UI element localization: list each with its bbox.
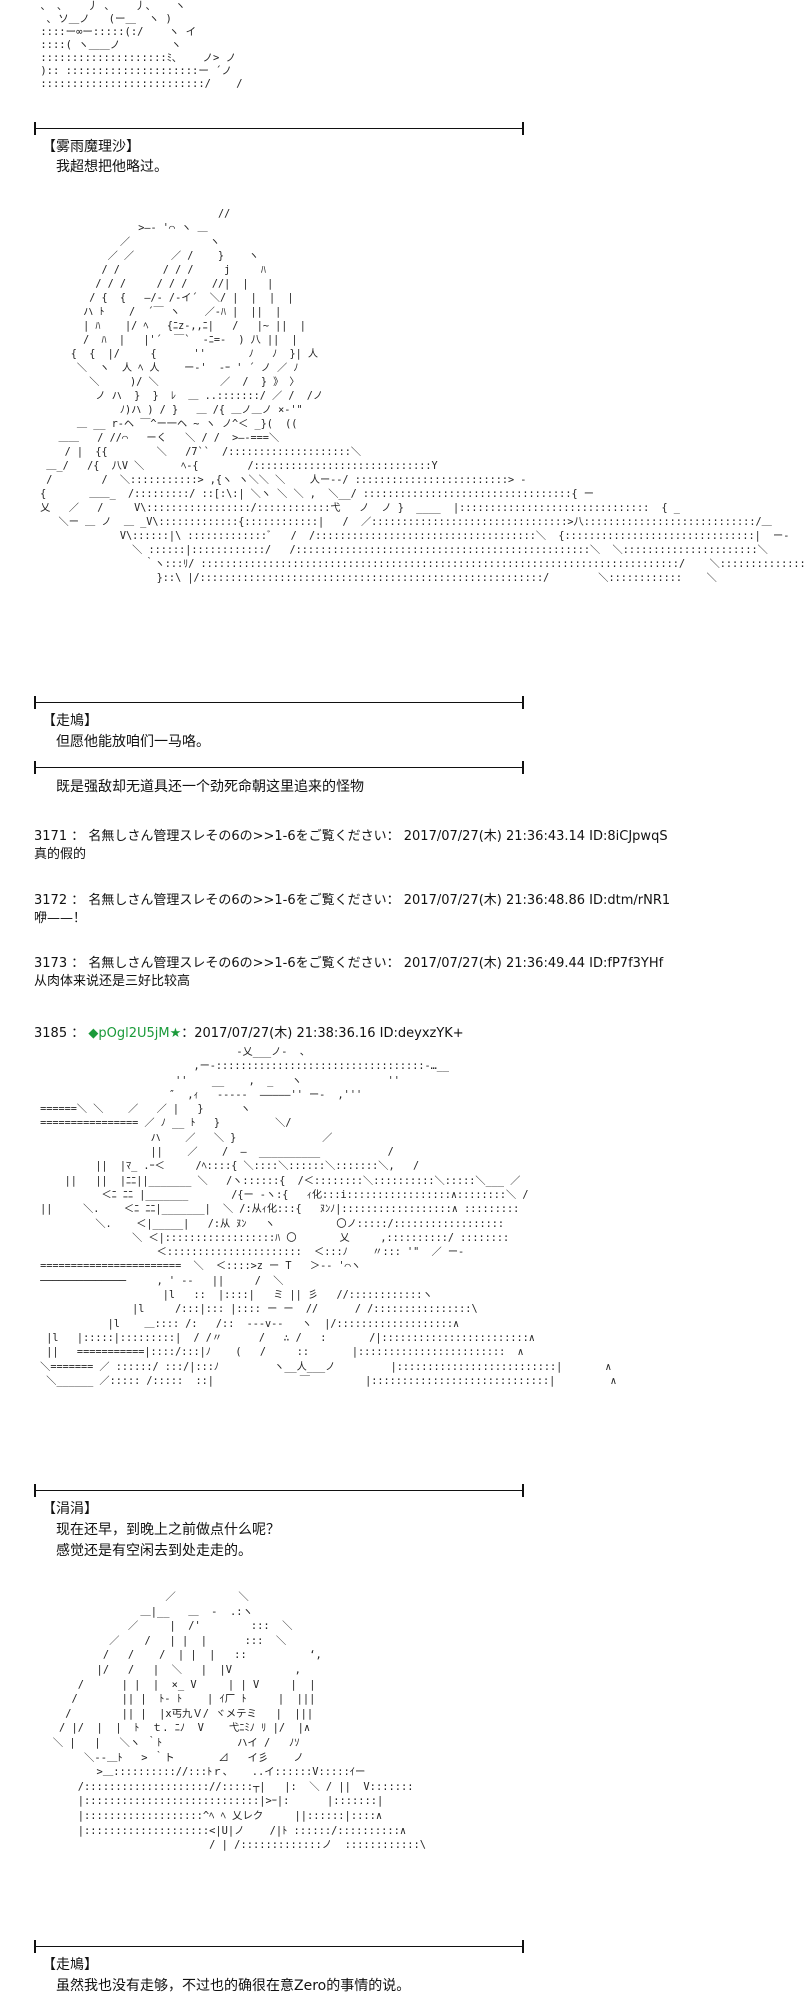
post-body: 从肉体来说还是三好比较高	[34, 974, 191, 989]
ascii-art-character-1: // >―‐ '⌒ ヽ ＿ ／ ヽ ／ ／ ／ / } ヽ / / / / / …	[40, 209, 805, 584]
star-icon: ★	[169, 1026, 182, 1041]
speaker-label-2: 【走鳩】	[42, 713, 98, 729]
speaker-label-3: 【涓涓】	[42, 1501, 98, 1517]
ascii-art-character-2: ‐乂___ノ‐ 、 ,ー‐:::::::::::::::::::::::::::…	[40, 1047, 617, 1387]
divider-5	[34, 1940, 524, 1953]
post-separator: ：	[67, 1026, 89, 1041]
dialogue-line-1: 我超想把他略过。	[56, 159, 168, 175]
post-meta: ：2017/07/27(木) 21:38:36.16 ID:deyxzYK+	[181, 1026, 464, 1041]
divider-1	[34, 122, 524, 135]
ascii-art-character-3: ／ ＼ ＿|__ ＿ ‐ .:ヽ ／ | /' ::: ＼ ／ / | | | …	[52, 1591, 426, 1852]
main-post-header: 3185 ： ◆pOgl2U5jM★：2017/07/27(木) 21:38:3…	[34, 1025, 464, 1043]
dialogue-line-3a: 现在还早，到晚上之前做点什么呢？	[56, 1522, 280, 1538]
post-header: 3171 ： 名無しさん管理スレその6の>>1-6をご覧ください： 2017/0…	[34, 829, 668, 844]
post-body: 咿——！	[34, 911, 87, 926]
ascii-art-top: 、 ､ 丿 ､ 丿、 ヽ ､ ソ＿ノ (ー＿ ヽ ) ::::ー∞ー:::::(…	[40, 0, 243, 90]
post-number: 3185	[34, 1026, 68, 1041]
trip-code-link[interactable]: ◆pOgl2U5jM	[88, 1026, 170, 1041]
divider-2	[34, 696, 524, 709]
dialogue-line-3b: 感觉还是有空闲去到处走走的。	[56, 1543, 252, 1559]
divider-4	[34, 1484, 524, 1497]
thread-post: 3172 ： 名無しさん管理スレその6の>>1-6をご覧ください： 2017/0…	[34, 892, 670, 928]
thread-post: 3171 ： 名無しさん管理スレその6の>>1-6をご覧ください： 2017/0…	[34, 828, 668, 864]
dialogue-line-2: 但愿他能放咱们一马咯。	[56, 734, 210, 750]
speaker-label-1: 【雾雨魔理沙】	[42, 139, 140, 155]
dialogue-line-4: 虽然我也没有走够，不过也的确很在意Zero的事情的说。	[56, 1978, 411, 1994]
post-body: 真的假的	[34, 847, 87, 862]
narration-line: 既是强敌却无道具还一个劲死命朝这里追来的怪物	[56, 779, 364, 795]
thread-post: 3173 ： 名無しさん管理スレその6の>>1-6をご覧ください： 2017/0…	[34, 955, 663, 991]
post-header: 3172 ： 名無しさん管理スレその6の>>1-6をご覧ください： 2017/0…	[34, 893, 671, 908]
divider-3	[34, 761, 524, 774]
speaker-label-4: 【走鳩】	[42, 1957, 98, 1973]
post-header: 3173 ： 名無しさん管理スレその6の>>1-6をご覧ください： 2017/0…	[34, 956, 664, 971]
